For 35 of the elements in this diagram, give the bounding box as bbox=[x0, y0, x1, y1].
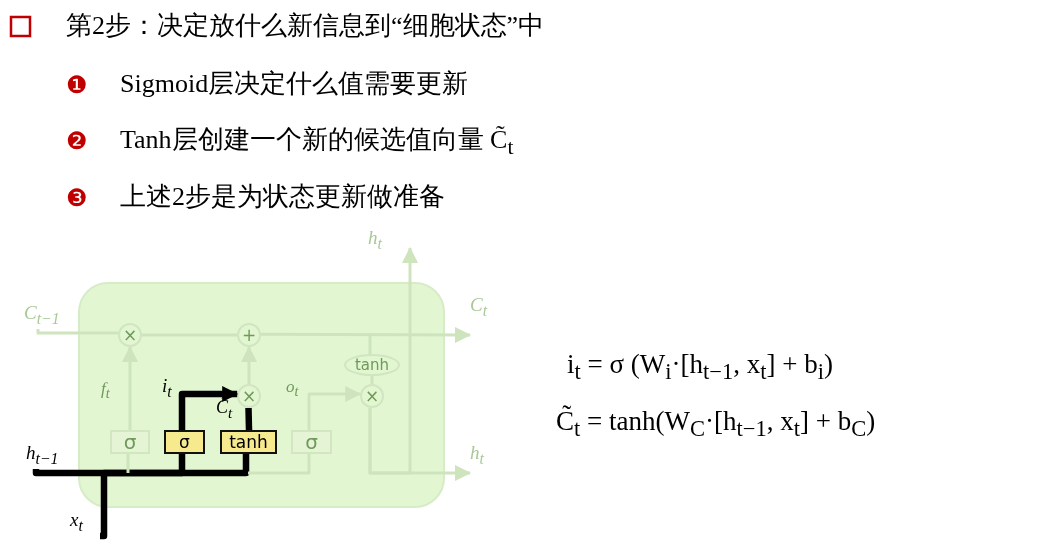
equation: C̃$_{t}$ = tanh(W$_{C}$·[h$_{t−1}$, x$_{t}$] + b$_{C}$) bbox=[556, 407, 876, 443]
signal-label: x$_{t}$ bbox=[70, 510, 100, 540]
bullet-text: Tanh层创建一个新的候选值向量 C̃$_{t}$ bbox=[120, 126, 514, 160]
gate-box: σ bbox=[164, 430, 205, 454]
connector-line bbox=[100, 454, 186, 540]
connector-line bbox=[32, 454, 250, 477]
bullet-text: Sigmoid层决定什么值需要更新 bbox=[120, 70, 469, 99]
gate-box: σ bbox=[291, 430, 332, 454]
signal-label: C$_{t−1}$ bbox=[24, 303, 86, 329]
gate-label: o$_{t}$ bbox=[286, 378, 299, 400]
signal-label: h$_{t−1}$ bbox=[26, 443, 82, 469]
connector-line bbox=[245, 407, 253, 431]
bullet-number: ❸ bbox=[66, 185, 88, 212]
activation-ellipse: tanh bbox=[344, 354, 400, 376]
operation-circle: + bbox=[237, 323, 261, 347]
equation: i$_{t}$ = σ (W$_{i}$·[h$_{t−1}$, x$_{t}$] + b$_{i}$) bbox=[567, 350, 833, 386]
cell-box bbox=[78, 282, 445, 508]
arrow bbox=[178, 386, 239, 430]
connector-line bbox=[36, 329, 119, 335]
gate-label: f$_{t}$ bbox=[101, 380, 110, 402]
bullet-number: ❷ bbox=[66, 128, 88, 155]
signal-label: C$_{t}$ bbox=[470, 295, 504, 345]
operation-circle: × bbox=[118, 323, 142, 347]
gate-box: tanh bbox=[220, 430, 277, 454]
step-heading: 第2步：决定放什么新信息到“细胞状态”中 bbox=[66, 12, 545, 41]
signal-label: h$_{t}$ bbox=[470, 443, 504, 485]
connector-line bbox=[248, 454, 311, 475]
gate-label: i$_{t}$ bbox=[162, 376, 172, 401]
bullet-text: 上述2步是为状态更新做准备 bbox=[120, 183, 445, 212]
arrow bbox=[260, 326, 471, 343]
operation-circle: × bbox=[360, 384, 384, 408]
operation-circle: × bbox=[237, 384, 261, 408]
signal-label: h$_{t}$ bbox=[368, 228, 422, 248]
bullet-number: ❶ bbox=[66, 72, 88, 99]
gate-box: σ bbox=[110, 430, 150, 454]
